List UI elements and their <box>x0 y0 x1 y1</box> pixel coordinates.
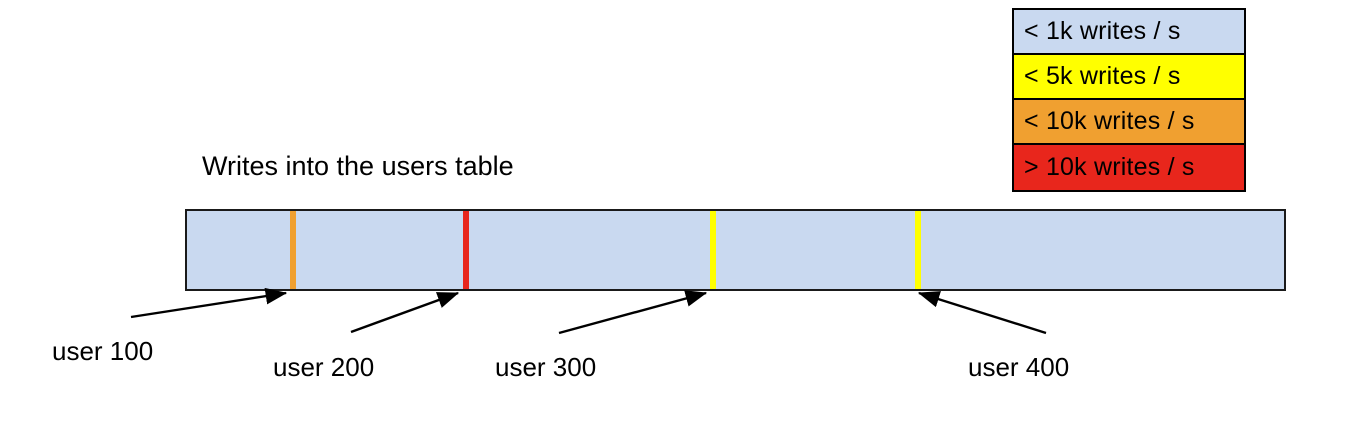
stripe-user-300 <box>710 211 716 289</box>
legend-label-under-1k: < 1k writes / s <box>1024 17 1181 45</box>
annotation-label-user-400: user 400 <box>968 352 1070 382</box>
annotation-label-user-200: user 200 <box>273 352 375 382</box>
legend-label-under-5k: < 5k writes / s <box>1024 62 1181 90</box>
arrow-user-100 <box>130 287 288 319</box>
stripe-user-400 <box>915 211 921 289</box>
legend-row-under-1k: < 1k writes / s <box>1014 10 1244 55</box>
legend-label-under-10k: < 10k writes / s <box>1024 107 1195 135</box>
annotation-label-user-300: user 300 <box>495 352 597 382</box>
legend-row-under-10k: < 10k writes / s <box>1014 100 1244 145</box>
legend-row-over-10k: > 10k writes / s <box>1014 145 1244 190</box>
annotation-label-user-100: user 100 <box>52 336 154 366</box>
arrow-user-400 <box>917 291 1047 335</box>
stripe-user-200 <box>463 211 469 289</box>
write-rate-legend: < 1k writes / s < 5k writes / s < 10k wr… <box>1012 8 1246 192</box>
legend-row-under-5k: < 5k writes / s <box>1014 55 1244 100</box>
stripe-user-100 <box>290 211 296 289</box>
legend-label-over-10k: > 10k writes / s <box>1024 153 1195 181</box>
arrow-user-300 <box>558 290 708 335</box>
chart-title: Writes into the users table <box>202 151 514 181</box>
arrow-user-200 <box>350 291 460 334</box>
users-table-bar <box>185 209 1286 291</box>
